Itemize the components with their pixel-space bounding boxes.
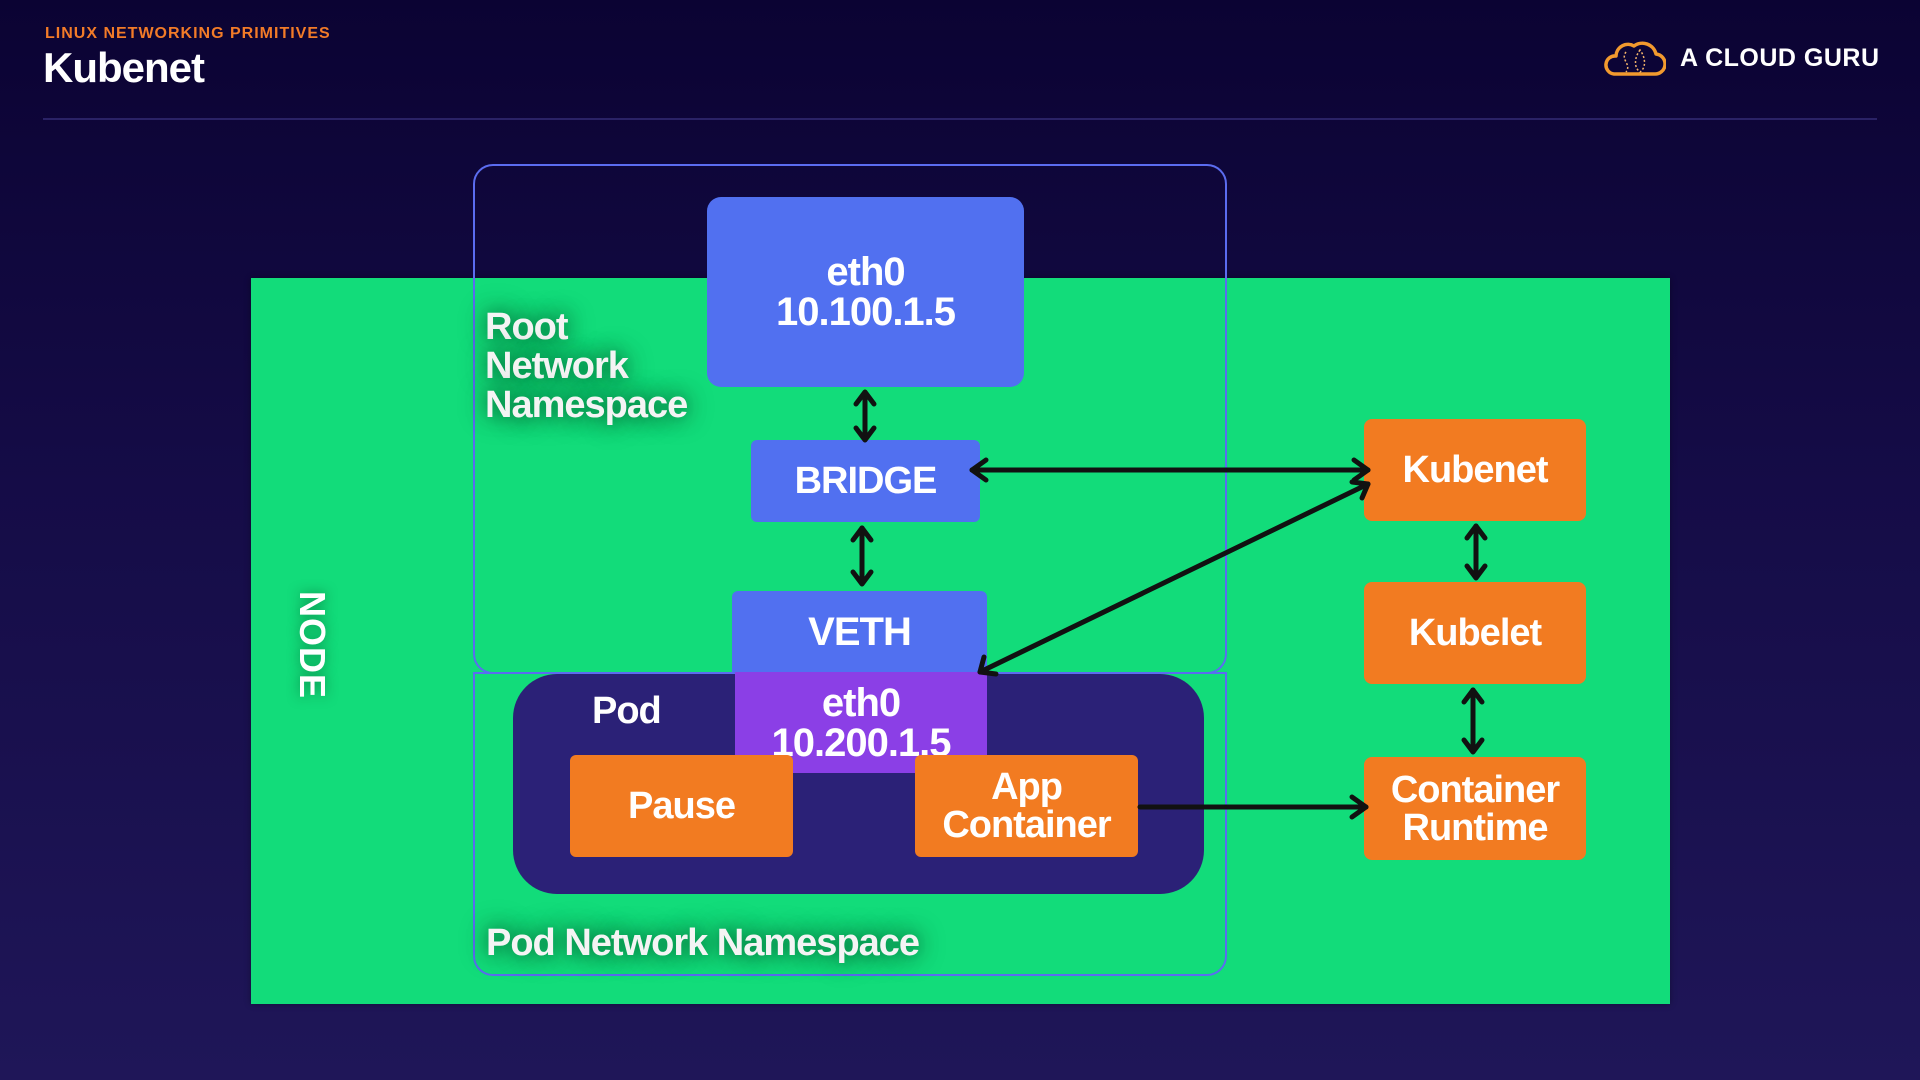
root-eth0-ip: 10.100.1.5: [775, 290, 956, 334]
app-container-label-line: App: [991, 766, 1063, 808]
pause-container: Pause: [570, 755, 793, 857]
container-runtime-component: Container Runtime: [1364, 757, 1586, 860]
kubenet-component: Kubenet: [1364, 419, 1586, 521]
container-runtime-label-line: Container: [1390, 768, 1560, 811]
container-runtime-label-line: Runtime: [1402, 806, 1549, 849]
page-title: Kubenet: [43, 44, 205, 91]
root-namespace-label-line: Root: [485, 306, 569, 348]
pod-label: Pod: [592, 690, 662, 732]
app-container: App Container: [915, 755, 1138, 857]
app-container-label-line: Container: [942, 804, 1111, 846]
kubelet-component: Kubelet: [1364, 582, 1586, 684]
cloud-icon: [1604, 41, 1666, 76]
root-namespace-label-line: Network: [485, 345, 629, 387]
root-namespace-label-line: Namespace: [485, 384, 688, 426]
node-label: NODE: [292, 591, 333, 700]
brand-name: A CLOUD GURU: [1680, 43, 1880, 72]
veth-interface: VETH: [732, 591, 987, 673]
root-eth0-interface: eth0 10.100.1.5: [707, 197, 1024, 387]
brand-logo: A CLOUD GURU: [1604, 36, 1880, 80]
bridge-interface: BRIDGE: [751, 440, 980, 522]
header-divider: [43, 118, 1877, 120]
section-subtitle: LINUX NETWORKING PRIMITIVES: [45, 25, 331, 42]
pod-namespace-label: Pod Network Namespace: [486, 922, 920, 964]
root-eth0-name: eth0: [826, 250, 905, 294]
pod-eth0-name: eth0: [821, 680, 901, 725]
root-namespace-label: Root Network Namespace: [485, 306, 688, 426]
